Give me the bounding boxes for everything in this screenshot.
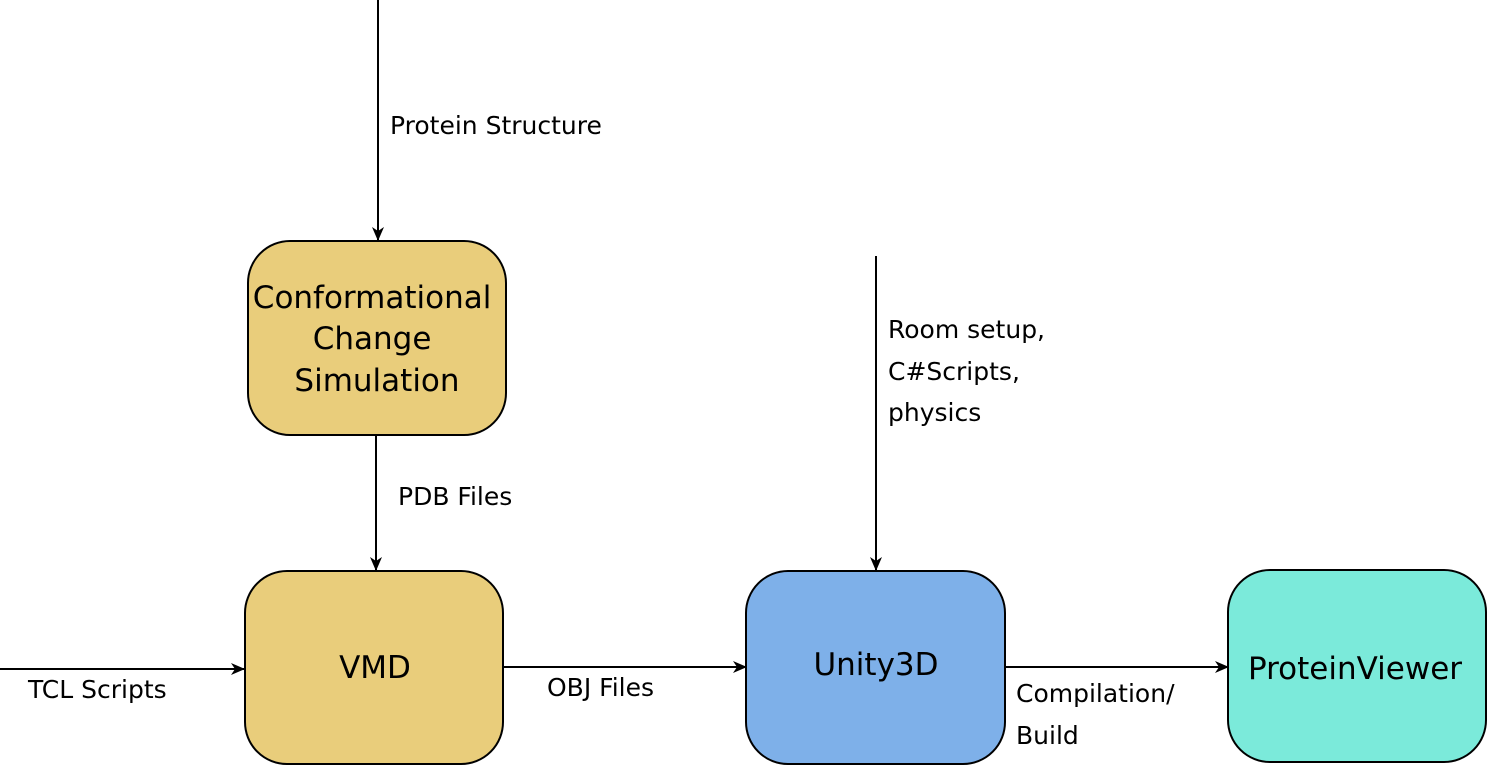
node-unity3d-box [745,570,1006,765]
node-unity3d-label: Unity3D [813,647,938,683]
edge-tcl-scripts-label: TCL Scripts [27,675,167,704]
edge-protein-structure-label: Protein Structure [390,111,602,140]
edge-compilation-build-label: Compilation/ Build [1016,679,1182,750]
edge-pdb-files-label: PDB Files [398,482,512,511]
node-proteinviewer-box [1227,569,1487,763]
node-conformational-change-simulation-label: Conformational Change Simulation [253,280,501,399]
edge-obj-files-label: OBJ Files [547,673,654,702]
node-vmd-label: VMD [339,650,411,686]
node-vmd-box [244,570,504,765]
edge-room-setup-label: Room setup, C#Scripts, physics [888,315,1053,427]
node-conformational-change-simulation-box [247,240,507,436]
node-proteinviewer-label: ProteinViewer [1248,651,1462,687]
